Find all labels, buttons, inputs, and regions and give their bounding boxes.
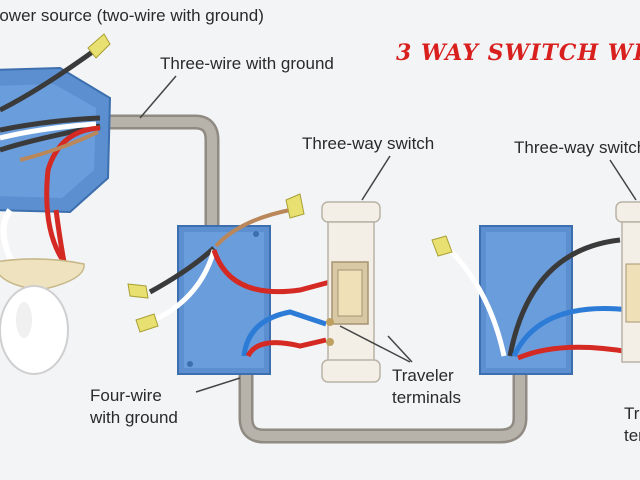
traveler-right-label-line2: terminals [624,426,640,445]
right-black-wire [507,237,621,357]
switch-right-strap [615,201,640,223]
traveler-label-line2: terminals [392,388,461,407]
fixture-base [0,258,85,291]
mid-ground-wire [214,208,291,248]
power-box-red [44,125,101,264]
power-source-label: Power source (two-wire with ground) [0,6,264,25]
box-screw [253,231,259,237]
power-box-white [0,121,97,141]
leader-switch-left [361,155,391,201]
mid-black-wire [148,246,216,295]
three-wire-cable [92,114,220,246]
wire-nut-3 [285,193,305,219]
switch-left-label: Three-way switch [302,134,435,153]
mid-blue-wire [241,309,327,357]
four-wire-cable [238,360,528,444]
power-box-inner [0,84,96,198]
light-bulb [0,285,69,375]
switch-left-toggle[interactable] [337,269,363,317]
switch-left-strap [321,201,381,223]
mid-red-wire [211,249,331,295]
leader-four-wire [195,377,241,393]
diagram-title: 3 WAY SWITCH WIRING [396,40,640,66]
bulb-highlight [16,302,32,338]
leader-traveler-a [339,325,411,363]
wire-nut-top [87,33,111,59]
traveler-right-label: Traveler [624,404,640,423]
wire-nut-4 [431,235,453,257]
four-wire-cable-fill [241,360,525,441]
right-blue-wire [511,306,631,358]
switch-right-toggle[interactable] [625,263,640,323]
four-wire-label: Four-wire [90,386,162,405]
leader-switch-right [609,159,637,201]
mid-white-wire [148,249,217,325]
fixture-wire-red [53,209,67,263]
power-box-ground [19,130,99,162]
three-wire-cable-fill [95,117,217,243]
right-white-wire [446,246,507,357]
leader-three-wire [139,75,177,119]
wire-nut-2 [135,313,159,333]
leader-traveler-b [387,335,413,363]
box-screw [187,361,193,367]
switch-box-left-inner [184,232,264,368]
switch-left-strap-bottom [321,359,381,383]
wire-nut-1 [127,283,149,299]
right-red-wire [517,344,631,361]
four-wire-label-line2: with ground [90,408,178,427]
traveler-label: Traveler [392,366,454,385]
fixture-wire-white [0,208,15,264]
three-wire-label: Three-wire with ground [160,54,334,73]
traveler-terminal-left [326,318,334,326]
traveler-terminal-left [326,338,334,346]
mid-red-traveler [245,337,327,358]
switch-right-label: Three-way switch [514,138,640,157]
